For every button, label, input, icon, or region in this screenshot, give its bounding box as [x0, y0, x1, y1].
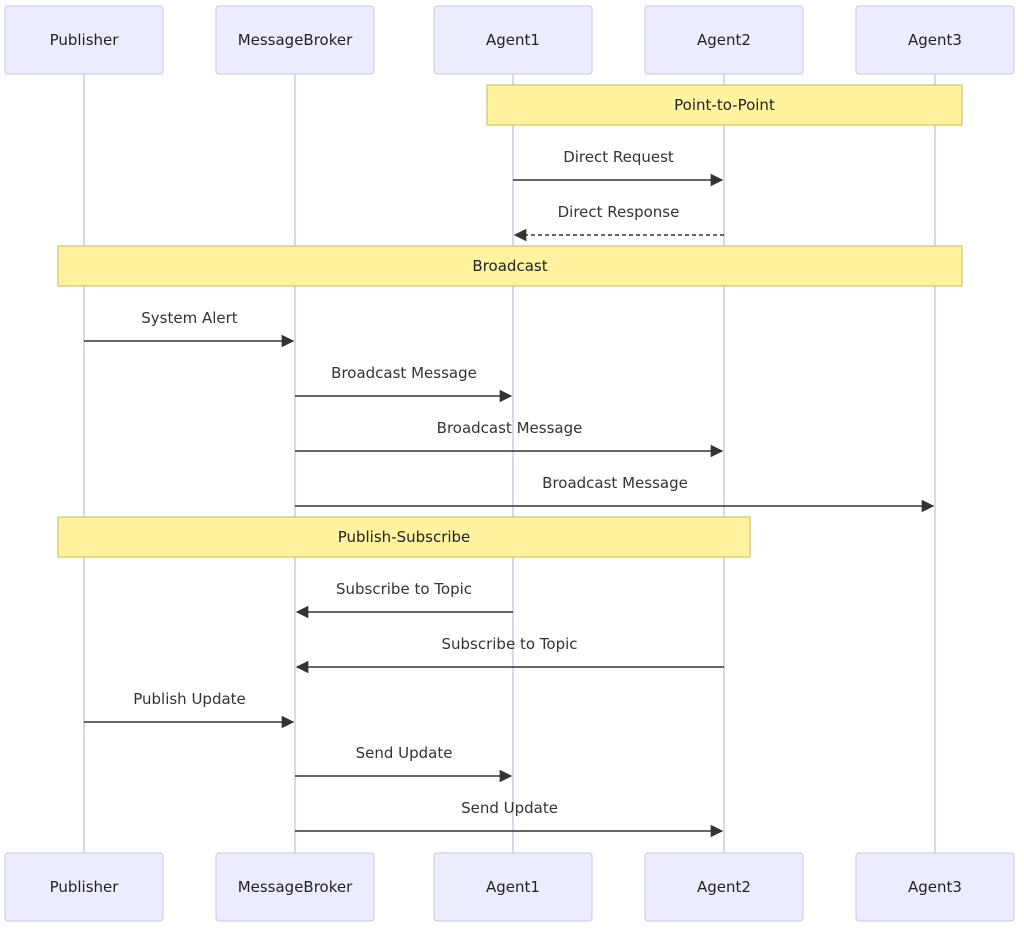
message-5: Broadcast Message — [295, 419, 724, 458]
actor-agent3-top: Agent3 — [855, 5, 1015, 75]
actor-broker-bottom: MessageBroker — [215, 852, 375, 922]
message-9: Publish Update — [84, 690, 295, 729]
message-label: Subscribe to Topic — [441, 635, 577, 653]
actor-label: MessageBroker — [238, 878, 353, 896]
actor-label: MessageBroker — [238, 31, 353, 49]
note-box — [57, 245, 963, 287]
actor-agent3-bottom: Agent3 — [855, 852, 1015, 922]
actor-box — [644, 5, 804, 75]
message-label: Send Update — [461, 799, 558, 817]
actor-box — [855, 852, 1015, 922]
actor-agent2-bottom: Agent2 — [644, 852, 804, 922]
message-10: Send Update — [295, 744, 513, 783]
message-label: System Alert — [141, 309, 238, 327]
actor-agent2-top: Agent2 — [644, 5, 804, 75]
message-label: Subscribe to Topic — [336, 580, 472, 598]
actor-box — [215, 852, 375, 922]
actor-label: Publisher — [50, 31, 120, 49]
actor-box — [644, 852, 804, 922]
message-1: Direct Request — [513, 148, 724, 187]
message-3: System Alert — [84, 309, 295, 348]
message-4: Broadcast Message — [295, 364, 513, 403]
message-7: Subscribe to Topic — [295, 580, 513, 619]
actor-box — [855, 5, 1015, 75]
note-label: Point-to-Point — [674, 96, 775, 114]
message-label: Broadcast Message — [542, 474, 688, 492]
note-box — [57, 516, 751, 558]
actor-label: Agent1 — [486, 31, 540, 49]
message-label: Publish Update — [133, 690, 246, 708]
message-label: Broadcast Message — [437, 419, 583, 437]
note-broadcast: Broadcast — [57, 245, 963, 287]
actor-label: Agent3 — [908, 878, 962, 896]
actor-broker-top: MessageBroker — [215, 5, 375, 75]
note-label: Broadcast — [472, 257, 547, 275]
actor-box — [4, 852, 164, 922]
message-label: Direct Response — [558, 203, 680, 221]
message-6: Broadcast Message — [295, 474, 935, 513]
actor-label: Agent3 — [908, 31, 962, 49]
actor-box — [433, 852, 593, 922]
actor-agent1-top: Agent1 — [433, 5, 593, 75]
actor-box — [433, 5, 593, 75]
message-label: Direct Request — [563, 148, 674, 166]
actor-label: Publisher — [50, 878, 120, 896]
actor-label: Agent1 — [486, 878, 540, 896]
message-11: Send Update — [295, 799, 724, 838]
note-label: Publish-Subscribe — [338, 528, 471, 546]
actor-label: Agent2 — [697, 878, 751, 896]
message-label: Send Update — [356, 744, 453, 762]
actor-label: Agent2 — [697, 31, 751, 49]
note-box — [486, 84, 963, 126]
actor-agent1-bottom: Agent1 — [433, 852, 593, 922]
message-8: Subscribe to Topic — [295, 635, 724, 674]
actor-publisher-bottom: Publisher — [4, 852, 164, 922]
note-point-to-point: Point-to-Point — [486, 84, 963, 126]
message-2: Direct Response — [513, 203, 724, 242]
note-publish-subscribe: Publish-Subscribe — [57, 516, 751, 558]
message-label: Broadcast Message — [331, 364, 477, 382]
actor-publisher-top: Publisher — [4, 5, 164, 75]
actor-box — [215, 5, 375, 75]
actor-box — [4, 5, 164, 75]
